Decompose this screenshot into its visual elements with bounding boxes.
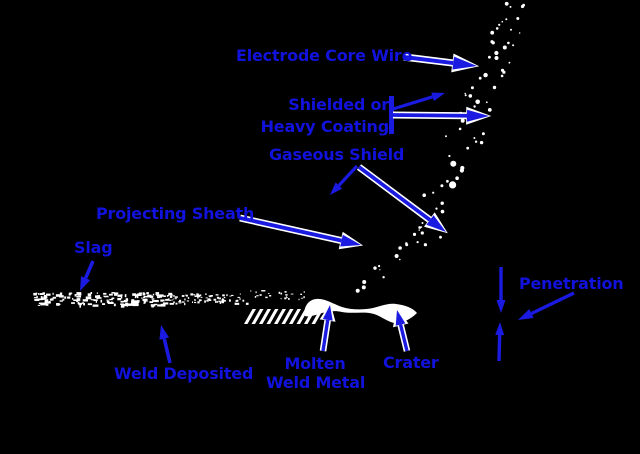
label-slag: Slag <box>74 238 113 257</box>
weld-deposited-arrow <box>159 325 172 364</box>
hatch-marks <box>244 309 324 324</box>
label-weld-deposited: Weld Deposited <box>114 364 254 383</box>
label-molten-weld-metal: Molten Weld Metal <box>266 354 366 392</box>
gaseous-shield-arrow-left <box>330 164 359 195</box>
slag-arrow <box>80 260 95 291</box>
label-gaseous-shield: Gaseous Shield <box>269 145 405 164</box>
electrode-speckles <box>355 1 525 293</box>
label-penetration: Penetration <box>519 274 624 293</box>
penetration-arrow-down <box>496 267 506 313</box>
shielded-arrow-upper <box>392 92 445 111</box>
molten-weld-metal-arrow <box>319 302 336 352</box>
molten-pool-shape <box>304 298 417 324</box>
label-shielded-line2: Heavy Coating <box>260 117 390 136</box>
label-electrode-core-wire: Electrode Core Wire <box>236 46 413 65</box>
slag-texture <box>33 290 305 308</box>
label-molten-line1: Molten <box>284 354 346 373</box>
label-molten-line2: Weld Metal <box>266 373 366 392</box>
penetration-label-arrow <box>518 291 575 320</box>
shielded-arrow-lower <box>392 106 492 125</box>
crater-arrow <box>393 307 411 352</box>
gaseous-shield-arrow-right <box>356 164 448 234</box>
label-shielded-line1: Shielded or <box>288 95 389 114</box>
electrode-core-wire-arrow <box>403 53 480 73</box>
projecting-sheath-arrow <box>239 214 364 250</box>
label-shielded-or-heavy-coating: Shielded or Heavy Coating <box>252 94 390 138</box>
label-projecting-sheath: Projecting Sheath <box>96 204 255 223</box>
penetration-arrow-up <box>495 322 505 362</box>
label-crater: Crater <box>383 353 439 372</box>
